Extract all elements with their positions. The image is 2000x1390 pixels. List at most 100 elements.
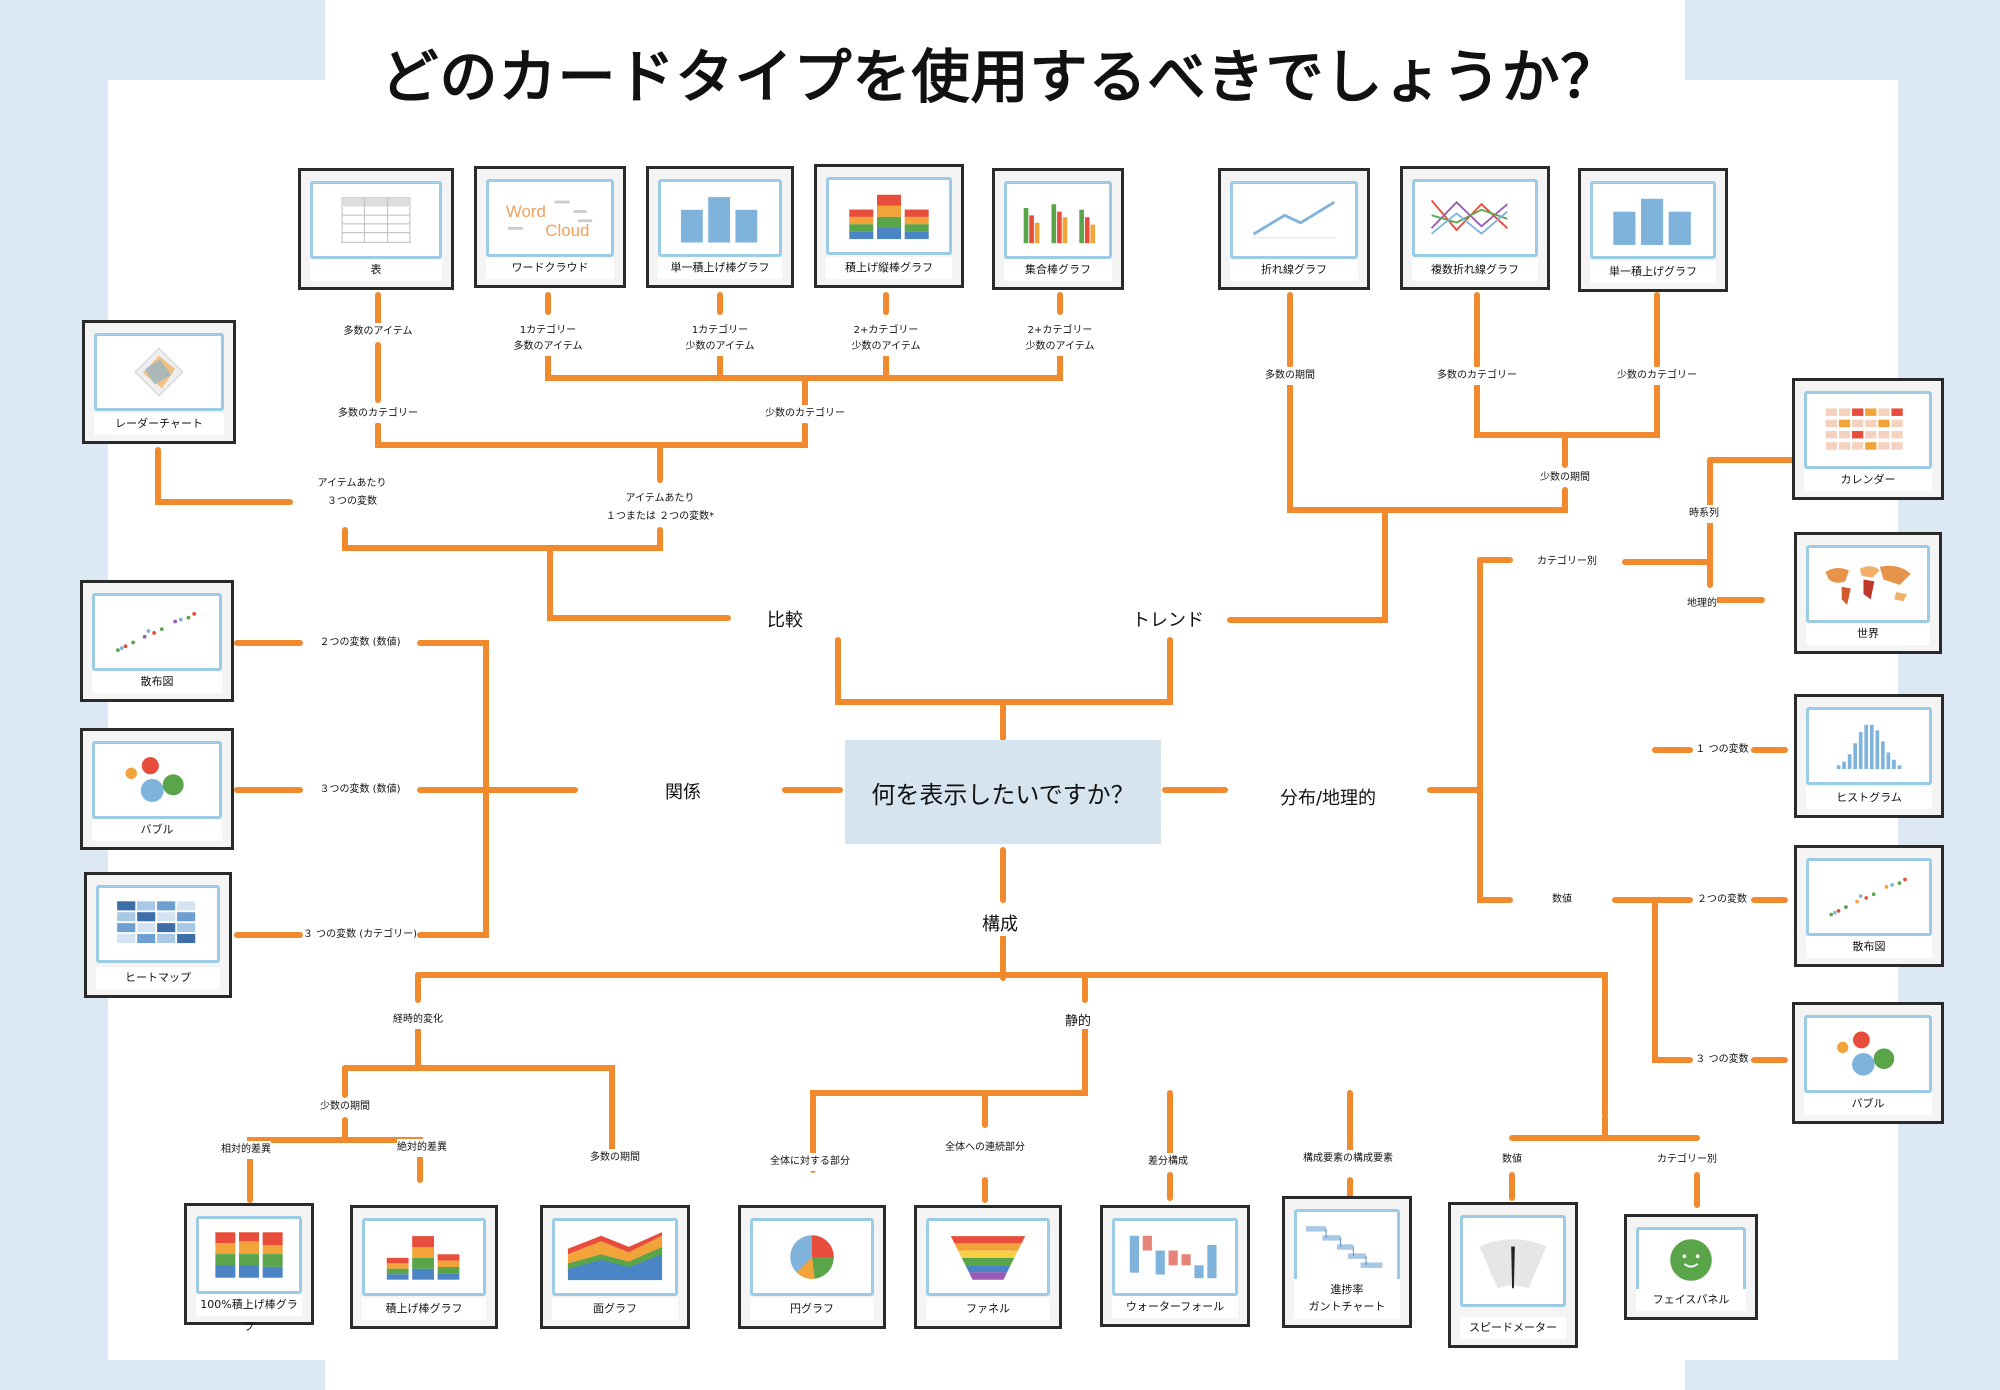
card-caption: 折れ線グラフ <box>1230 259 1358 281</box>
card-caption: 表 <box>310 259 442 281</box>
label-one-var: １ つの変数 <box>1695 741 1749 759</box>
label-by-category: カテゴリー別 <box>1537 553 1597 571</box>
card-caption-line1: 進捗率 <box>1330 1283 1364 1296</box>
card-radar[interactable]: レーダーチャート <box>82 320 236 444</box>
card-caption: ファネル <box>926 1298 1050 1320</box>
label-over-time: 経時的変化 <box>393 1011 443 1029</box>
table-chart-icon <box>310 181 442 259</box>
stacked-bar-icon <box>362 1218 486 1296</box>
card-caption: 散布図 <box>92 671 222 693</box>
label-numeric-c: 数値 <box>1502 1151 1522 1169</box>
card-caption: ワードクラウド <box>486 257 614 279</box>
card-caption: バブル <box>1804 1093 1932 1115</box>
card-line[interactable]: 折れ線グラフ <box>1218 168 1370 290</box>
label-per-item3-a: アイテムあたり <box>317 475 387 493</box>
card-calendar[interactable]: カレンダー <box>1792 378 1944 500</box>
card-bubble2[interactable]: バブル <box>1792 1002 1944 1124</box>
gantt-chart-icon <box>1294 1209 1400 1285</box>
card-single-bar[interactable]: 単一積上げ棒グラフ <box>646 166 794 288</box>
line-chart-icon <box>1230 181 1358 259</box>
card-caption: 複数折れ線グラフ <box>1412 259 1538 281</box>
wordcloud-word: Word <box>506 202 546 221</box>
card-heatmap[interactable]: ヒートマップ <box>84 872 232 998</box>
card-caption: レーダーチャート <box>94 413 224 435</box>
card-single-bar2[interactable]: 単一積上げグラフ <box>1578 168 1728 292</box>
card-caption: 世界 <box>1806 623 1930 645</box>
label-diff-comp: 差分構成 <box>1148 1153 1188 1171</box>
label-cat2-few-b: 少数のアイテム <box>851 338 921 356</box>
bar-chart-icon <box>1590 181 1716 259</box>
scatter-plot-icon <box>92 593 222 671</box>
label-two-var: ２つの変数 <box>1697 891 1747 909</box>
label-two-vars-num: ２つの変数 (数値) <box>319 634 401 652</box>
card-scatter[interactable]: 散布図 <box>80 580 234 702</box>
card-scatter2[interactable]: 散布図 <box>1794 845 1944 967</box>
heatmap-icon <box>96 885 220 963</box>
label-part-of-whole: 全体に対する部分 <box>770 1153 850 1171</box>
card-pct-stacked[interactable]: 100%積上げ棒グラフ <box>184 1203 314 1333</box>
label-cat1-few-b: 少数のアイテム <box>685 338 755 356</box>
label-three-vars-cat: ３ つの変数 (カテゴリー) <box>302 926 418 944</box>
pie-chart-icon <box>750 1218 874 1296</box>
label-cat1-many-b: 多数のアイテム <box>513 338 583 356</box>
card-caption: フェイスパネル <box>1636 1289 1746 1311</box>
histogram-icon <box>1806 707 1932 785</box>
calendar-icon <box>1804 391 1932 469</box>
label-cat1-many-a: 1カテゴリー <box>519 322 577 340</box>
bubble-chart-icon <box>1804 1015 1932 1093</box>
card-bubble[interactable]: バブル <box>80 728 234 850</box>
label-cat2-few-a: 2+カテゴリー <box>853 322 919 340</box>
label-comp-of-comp: 構成要素の構成要素 <box>1303 1150 1393 1168</box>
center-question: 何を表示したいですか？ <box>845 740 1161 844</box>
speedometer-icon <box>1460 1215 1566 1307</box>
label-per-item12-b: １つまたは ２つの変数* <box>605 508 715 526</box>
card-speedometer[interactable]: スピードメーター <box>1448 1202 1578 1348</box>
card-waterfall[interactable]: ウォーターフォール <box>1100 1205 1250 1327</box>
card-grouped-bar[interactable]: 集合棒グラフ <box>992 168 1124 290</box>
card-area[interactable]: 面グラフ <box>540 1205 690 1329</box>
card-table[interactable]: 表 <box>298 168 454 290</box>
category-distribution: 分布/地理的 <box>1279 784 1377 810</box>
card-caption-group: 進捗率 ガントチャート <box>1294 1279 1400 1319</box>
grouped-bar-icon <box>1004 181 1112 259</box>
waterfall-chart-icon <box>1112 1218 1238 1296</box>
card-stacked-col[interactable]: 積上げ縦棒グラフ <box>814 164 964 288</box>
category-compare: 比較 <box>767 606 803 632</box>
card-histogram[interactable]: ヒストグラム <box>1794 694 1944 818</box>
card-caption: 円グラフ <box>750 1298 874 1320</box>
card-caption: カレンダー <box>1804 469 1932 491</box>
card-caption: バブル <box>92 819 222 841</box>
pct-stacked-bar-icon <box>196 1216 302 1294</box>
card-caption: ヒストグラム <box>1806 787 1932 809</box>
card-stacked-bar[interactable]: 積上げ棒グラフ <box>350 1205 498 1329</box>
label-relative-diff: 相対的差異 <box>221 1141 271 1159</box>
label-few-periods: 少数の期間 <box>1540 469 1590 487</box>
label-static: 静的 <box>1064 1010 1092 1029</box>
label-few-periods-c: 少数の期間 <box>320 1098 370 1116</box>
label-cat2-few2-b: 少数のアイテム <box>1025 338 1095 356</box>
card-gantt[interactable]: 進捗率 ガントチャート <box>1282 1196 1412 1328</box>
category-composition: 構成 <box>982 910 1018 936</box>
label-per-item3-b: ３つの変数 <box>327 493 377 511</box>
label-cat2-few2-a: 2+カテゴリー <box>1027 322 1093 340</box>
label-numeric: 数値 <box>1552 891 1572 909</box>
label-per-item12-a: アイテムあたり <box>625 490 695 508</box>
card-facepanel[interactable]: フェイスパネル <box>1624 1214 1758 1320</box>
label-many-periods: 多数の期間 <box>1265 367 1315 385</box>
card-world[interactable]: 世界 <box>1794 532 1942 654</box>
card-caption: 面グラフ <box>552 1298 678 1320</box>
card-funnel[interactable]: ファネル <box>914 1205 1062 1329</box>
funnel-chart-icon <box>926 1218 1050 1296</box>
world-map-icon <box>1806 545 1930 623</box>
label-geographic: 地理的 <box>1687 595 1717 613</box>
card-pie[interactable]: 円グラフ <box>738 1205 886 1329</box>
bar-chart-icon <box>658 179 782 257</box>
label-many-cats: 多数のカテゴリー <box>338 405 418 423</box>
card-multi-line[interactable]: 複数折れ線グラフ <box>1400 166 1550 290</box>
wordcloud-cloud: Cloud <box>545 221 589 240</box>
area-chart-icon <box>552 1218 678 1296</box>
label-timeseries: 時系列 <box>1689 505 1719 523</box>
multi-line-icon <box>1412 179 1538 257</box>
